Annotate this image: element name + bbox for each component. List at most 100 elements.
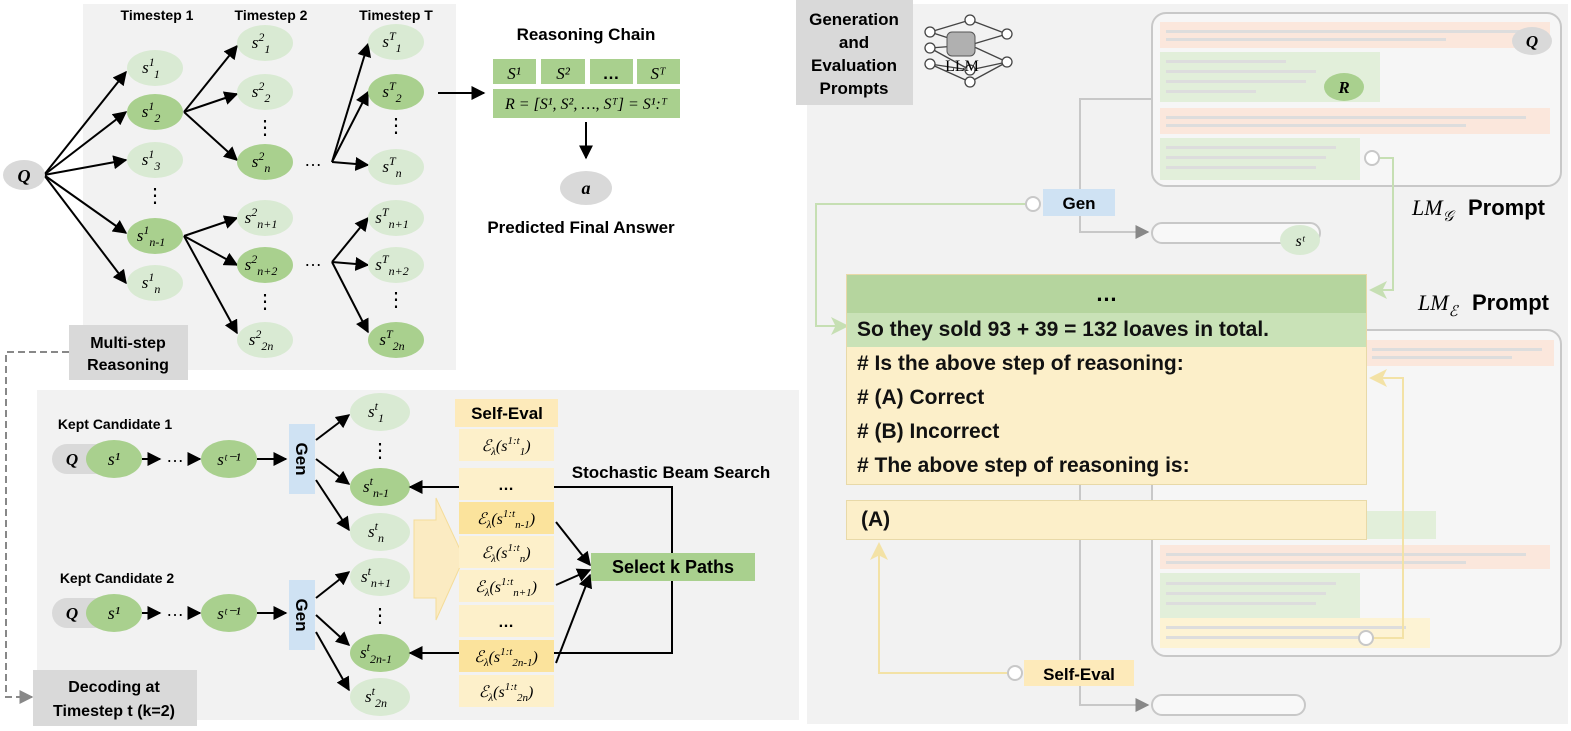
svg-text:sTn: sTn bbox=[382, 154, 401, 180]
reasoning-formula: R = [S¹, S², …, Sᵀ] = S¹:ᵀ bbox=[504, 96, 668, 113]
self-eval-title-box bbox=[455, 399, 558, 427]
beam-vdots-bottom: ⋮ bbox=[370, 605, 390, 627]
tree-node-tT-4: sTn+1 bbox=[368, 200, 424, 236]
tree-node-t1-3: s13 bbox=[127, 142, 183, 178]
tree-node-tT-1: sT1 bbox=[368, 24, 424, 60]
tree-edges bbox=[43, 42, 486, 335]
question-label: Q bbox=[18, 166, 31, 186]
svg-text:s21: s21 bbox=[252, 30, 271, 56]
self-eval-cell-1: ℰλ(s1:t1) bbox=[459, 429, 554, 461]
svg-text:sTn+2: sTn+2 bbox=[375, 252, 408, 278]
svg-text:Q: Q bbox=[66, 450, 78, 469]
gen-label-2: Gen bbox=[292, 598, 311, 631]
svg-text:st2n: st2n bbox=[365, 684, 387, 710]
beam-node-4: stn+1 bbox=[350, 558, 410, 596]
stochastic-beam-search-label: Stochastic Beam Search bbox=[572, 463, 770, 482]
prompt-answer-cue: # The above step of reasoning is: bbox=[857, 454, 1190, 477]
self-eval-badge-label: Self-Eval bbox=[1043, 665, 1115, 684]
r-badge bbox=[1324, 73, 1364, 101]
candidate-2-row: Q s¹ … sᵗ⁻¹ bbox=[52, 594, 288, 632]
evaluate-big-arrow bbox=[413, 497, 465, 621]
selection-lines bbox=[408, 480, 673, 664]
reasoning-chain-title: Reasoning Chain bbox=[517, 25, 656, 44]
tree-node-t2-2: s22 bbox=[237, 74, 293, 110]
gen-connector-dot bbox=[1025, 196, 1041, 212]
tree-node-t2-1: s21 bbox=[237, 25, 293, 61]
tree-node-t1-5: s1n bbox=[127, 265, 183, 301]
svg-text:s2n+2: s2n+2 bbox=[245, 252, 278, 278]
beam-node-3: stn bbox=[350, 513, 410, 551]
generated-step-pill bbox=[1151, 222, 1321, 244]
lme-connector-dot bbox=[1358, 630, 1374, 646]
candidate-2-label: Kept Candidate 2 bbox=[60, 570, 175, 586]
svg-text:s11: s11 bbox=[142, 55, 160, 81]
prompt-option-b: # (B) Incorrect bbox=[857, 420, 1000, 443]
tree-node-t2-6: s22n bbox=[237, 322, 293, 358]
r-badge-label: R bbox=[1337, 78, 1349, 97]
self-eval-cell-8: ℰλ(s1:t2n) bbox=[459, 675, 554, 707]
self-eval-cell-5: ℰλ(s1:tn+1) bbox=[459, 570, 554, 602]
svg-text:s12: s12 bbox=[142, 99, 161, 125]
self-eval-cell-6: … bbox=[459, 605, 554, 637]
prompt-question-line: # Is the above step of reasoning: bbox=[857, 352, 1184, 375]
svg-text:stn: stn bbox=[368, 519, 384, 545]
tree-node-tT-6: sT2n bbox=[368, 322, 424, 358]
decoding-box bbox=[33, 670, 197, 726]
lmg-prompt-label: Prompt bbox=[1468, 195, 1546, 220]
svg-text:s1n: s1n bbox=[142, 270, 161, 296]
prompt-ellipsis: … bbox=[847, 275, 1366, 313]
lme-example-q2 bbox=[1160, 545, 1550, 569]
chain-cell-3: … bbox=[603, 64, 620, 83]
self-eval-cells: ℰλ(s1:t1) … ℰλ(s1:tn-1) ℰλ(s1:tn) ℰλ(s1:tn+1… bbox=[459, 429, 554, 707]
svg-text:sT2n: sT2n bbox=[379, 327, 404, 353]
svg-text:st2n-1: st2n-1 bbox=[360, 640, 392, 666]
multistep-dashed-connector bbox=[5, 351, 69, 704]
eval-output-pill bbox=[1151, 694, 1306, 716]
tree-hdots-bottom: … bbox=[304, 250, 322, 270]
select-k-box bbox=[591, 553, 755, 581]
q-badge-label: Q bbox=[1526, 32, 1538, 51]
svg-text:sT1: sT1 bbox=[382, 29, 401, 55]
tree-node-t1-2: s12 bbox=[127, 94, 183, 130]
svg-text:s22: s22 bbox=[252, 79, 271, 105]
prompts-label-4: Prompts bbox=[820, 79, 889, 98]
lme-example-q1 bbox=[1366, 340, 1554, 366]
self-eval-cell-7: ℰλ(s1:t2n-1) bbox=[459, 640, 554, 672]
svg-text:st1: st1 bbox=[368, 399, 384, 425]
lme-example-eval bbox=[1160, 618, 1430, 648]
svg-text:ℰλ(s1:tn+1): ℰλ(s1:tn+1) bbox=[475, 576, 537, 599]
lme-blurred-text bbox=[1166, 348, 1542, 639]
lme-prompt-label: Prompt bbox=[1472, 290, 1550, 315]
gen-box-1 bbox=[289, 424, 315, 494]
timestep-1-label: Timestep 1 bbox=[121, 7, 194, 23]
yellow-connectors bbox=[870, 369, 1404, 674]
tree-node-t2-3: s2n bbox=[237, 144, 293, 180]
gen-badge bbox=[1043, 189, 1115, 216]
decoding-line-2: Timestep t (k=2) bbox=[53, 703, 175, 720]
tree-node-t1-4: s1n-1 bbox=[127, 218, 183, 254]
svg-text:s2n+1: s2n+1 bbox=[245, 205, 278, 231]
svg-text:s¹: s¹ bbox=[108, 449, 120, 469]
svg-text:s22n: s22n bbox=[249, 327, 274, 353]
col2-vdots-bottom: ⋮ bbox=[255, 291, 275, 313]
svg-text:…: … bbox=[498, 614, 514, 631]
col3-vdots-top: ⋮ bbox=[386, 115, 406, 137]
svg-text:s13: s13 bbox=[142, 147, 161, 173]
svg-text:ℰλ(s1:tn-1): ℰλ(s1:tn-1) bbox=[477, 508, 535, 531]
answer-caption: Predicted Final Answer bbox=[487, 218, 675, 237]
svg-text:…: … bbox=[498, 477, 514, 494]
svg-text:s¹: s¹ bbox=[108, 603, 120, 623]
decoding-line-1: Decoding at bbox=[68, 679, 160, 696]
svg-text:ℰλ(s1:tn): ℰλ(s1:tn) bbox=[481, 542, 530, 565]
beam-node-6: st2n bbox=[350, 678, 410, 716]
prompt-step-line: So they sold 93 + 39 = 132 loaves in tot… bbox=[847, 313, 1366, 347]
beam-vdots-top: ⋮ bbox=[370, 440, 390, 462]
svg-text:sT2: sT2 bbox=[382, 79, 401, 105]
tree-node-t1-1: s11 bbox=[127, 50, 183, 86]
svg-text:ℰλ(s1:t2n-1): ℰλ(s1:t2n-1) bbox=[474, 646, 538, 669]
green-connectors bbox=[815, 157, 1394, 335]
tree-nodes: s11 s12 s13 s1n-1 s1n s21 s22 s2n s2n+1 s2n+2 s22n… bbox=[127, 24, 424, 358]
candidate-1-label: Kept Candidate 1 bbox=[58, 416, 173, 432]
lmg-blurred-text bbox=[1166, 30, 1526, 169]
